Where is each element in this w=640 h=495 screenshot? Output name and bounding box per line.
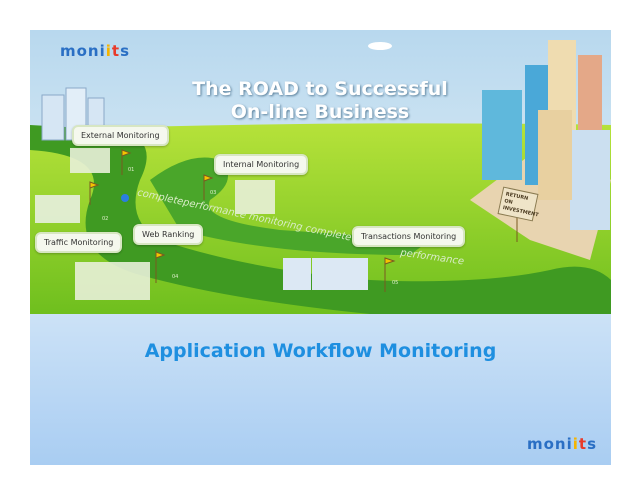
bubble-transactions-monitoring: Transactions Monitoring xyxy=(352,226,466,247)
step-number: 02 xyxy=(102,216,109,222)
step-number: 04 xyxy=(172,274,179,280)
bubble-traffic-monitoring: Traffic Monitoring xyxy=(35,232,123,253)
thumbnails xyxy=(35,148,368,300)
bubble-external-monitoring: External Monitoring xyxy=(72,125,169,146)
city-buildings xyxy=(470,40,611,260)
monitis-logo[interactable]: moniits xyxy=(60,42,131,60)
bubble-web-ranking: Web Ranking xyxy=(133,224,204,245)
scene-graphic xyxy=(30,30,611,314)
slide-caption: Application Workflow Monitoring xyxy=(144,340,497,362)
step-number: 03 xyxy=(210,190,217,196)
bubble-internal-monitoring: Internal Monitoring xyxy=(214,154,309,175)
step-number: 01 xyxy=(128,167,135,173)
monitis-logo-footer[interactable]: moniits xyxy=(527,435,598,453)
step-number: 05 xyxy=(392,280,399,286)
flags xyxy=(89,149,518,292)
